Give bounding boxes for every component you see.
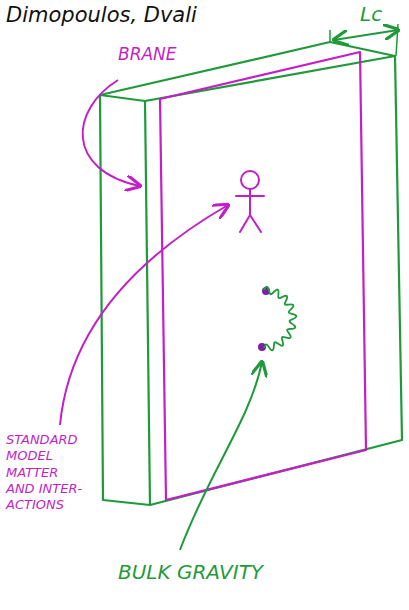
gravity-label: BULK GRAVITY <box>118 560 263 585</box>
leader-arrow <box>180 362 262 550</box>
graviton-wave <box>264 287 296 351</box>
dimension-arrow <box>334 30 398 40</box>
leader-arrow <box>60 205 228 425</box>
stick-figure <box>236 171 264 232</box>
dimension-label: Lc <box>360 2 382 27</box>
matter-label: STANDARD MODEL MATTER AND INTER- ACTIONS <box>6 432 88 513</box>
leader-arrow <box>83 80 140 186</box>
brane-plane <box>160 52 366 500</box>
brane-label: BRANE <box>118 44 177 65</box>
dimension-tick <box>330 24 398 56</box>
bulk-box <box>100 42 402 505</box>
author-heading: Dimopoulos, Dvali <box>6 2 197 28</box>
